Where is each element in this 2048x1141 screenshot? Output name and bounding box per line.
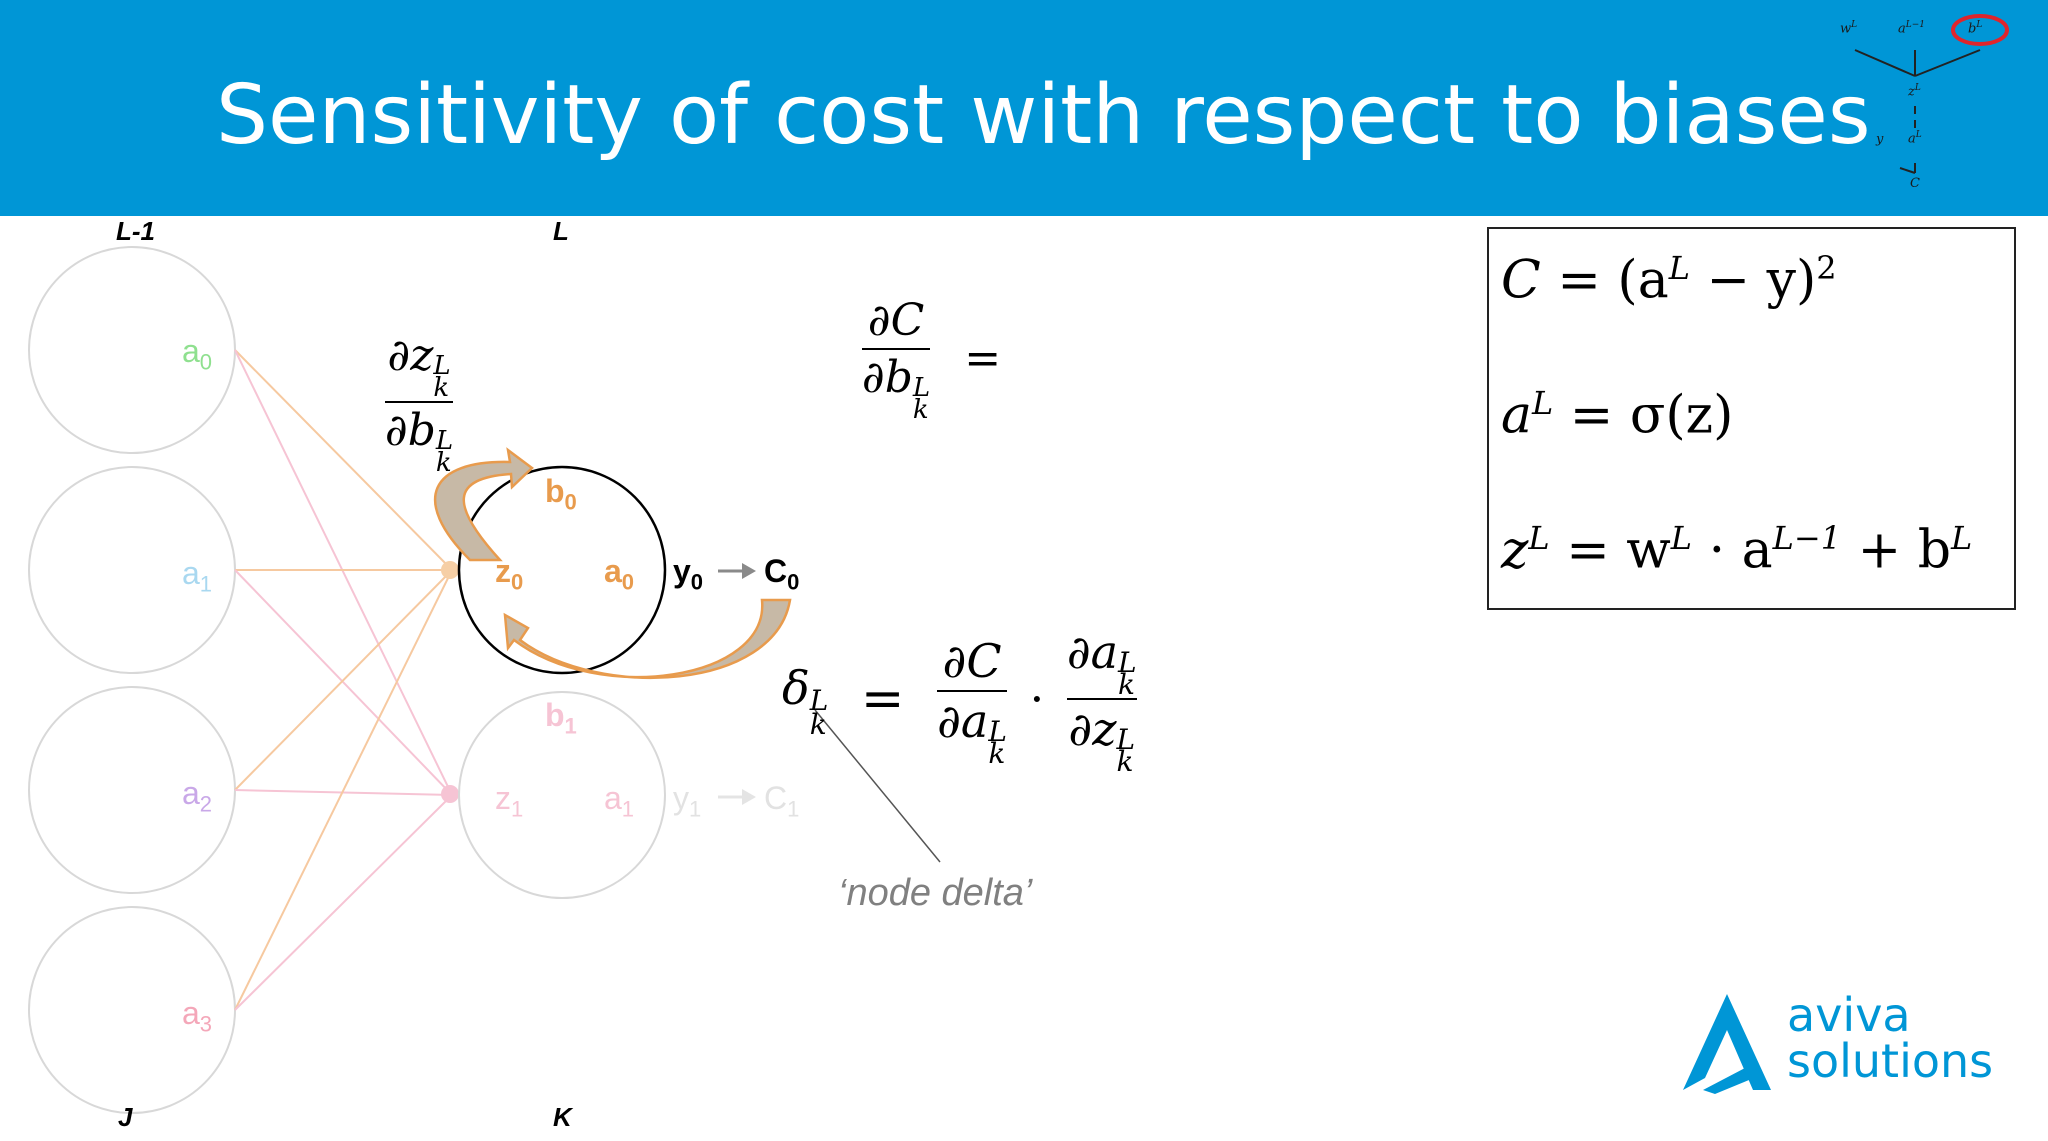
prev-node-label-3: a3 bbox=[182, 995, 213, 1037]
logo-text: aviva solutions bbox=[1787, 992, 1993, 1084]
prev-node-label-2: a2 bbox=[182, 775, 213, 817]
curr-node1-y: y1 bbox=[673, 780, 702, 822]
equations-box: C = (aL − y)2 aL = σ(z) zL = wL · aL−1 +… bbox=[1487, 227, 2016, 610]
equation-activation: aL = σ(z) bbox=[1501, 384, 1734, 446]
mini-dependency-diagram: wL aL−1 bL zL y aL C bbox=[1830, 8, 2040, 208]
mini-highlight-ellipse bbox=[1951, 14, 2009, 46]
curr-node1-c: C1 bbox=[764, 780, 800, 822]
curr-node0-y: y0 bbox=[673, 553, 704, 595]
logo-mark-icon bbox=[1683, 994, 1771, 1094]
equation-cost: C = (aL − y)2 bbox=[1501, 249, 1837, 311]
mini-z: zL bbox=[1908, 83, 1921, 100]
curr-node-1 bbox=[458, 691, 666, 899]
curr-node-0 bbox=[457, 465, 667, 675]
mini-diagram-lines bbox=[1854, 14, 2009, 174]
curr-index-label: K bbox=[553, 1102, 572, 1132]
curr-layer-label: L bbox=[553, 216, 569, 246]
input-dot-0 bbox=[441, 561, 459, 579]
prev-node-label-0: a0 bbox=[182, 333, 213, 375]
y-to-c-arrowhead-0 bbox=[742, 563, 756, 579]
mini-w: wL bbox=[1840, 20, 1858, 37]
mini-c: C bbox=[1910, 176, 1920, 191]
y-to-c-arrowhead-1 bbox=[742, 789, 756, 805]
mini-y: y bbox=[1876, 132, 1884, 147]
input-dot-1 bbox=[441, 785, 459, 803]
aviva-solutions-logo: aviva solutions bbox=[1675, 990, 2005, 1100]
curr-node1-b: b1 bbox=[545, 697, 577, 739]
slide-title: Sensitivity of cost with respect to bias… bbox=[216, 68, 1871, 163]
logo-line-2: solutions bbox=[1787, 1034, 1994, 1088]
weight-lines bbox=[234, 349, 453, 1011]
curr-node0-b: b0 bbox=[545, 473, 577, 515]
curr-node0-z: z0 bbox=[495, 553, 524, 595]
backprop-arrow-c-to-z bbox=[503, 598, 792, 680]
mini-b: bL bbox=[1968, 20, 1983, 37]
logo-line-1: aviva bbox=[1787, 988, 1911, 1042]
curr-node1-a: a1 bbox=[604, 780, 635, 822]
title-bar bbox=[0, 0, 2048, 216]
mini-a: aL bbox=[1908, 130, 1922, 147]
node-delta-pointer bbox=[814, 709, 941, 863]
backprop-arrow-z-to-b bbox=[433, 447, 534, 562]
curr-node0-c: C0 bbox=[764, 553, 800, 595]
mini-a-prev: aL−1 bbox=[1898, 20, 1926, 37]
equation-weighted-input: zL = wL · aL−1 + bL bbox=[1501, 519, 1973, 581]
prev-node-label-1: a1 bbox=[182, 555, 213, 597]
prev-layer-label: L-1 bbox=[116, 216, 155, 246]
node-delta-annotation: ‘node delta’ bbox=[838, 872, 1033, 914]
curr-node0-a: a0 bbox=[604, 553, 635, 595]
prev-index-label: J bbox=[118, 1102, 133, 1132]
curr-node1-z: z1 bbox=[495, 780, 524, 822]
